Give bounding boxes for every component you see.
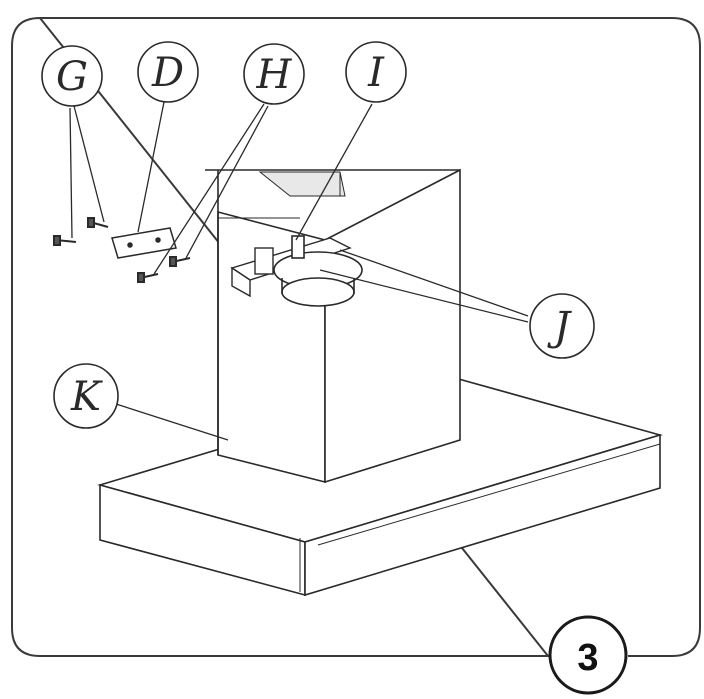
- step-number: 3: [577, 637, 598, 679]
- callout-h-label: H: [256, 52, 293, 98]
- callout-i: I: [345, 41, 407, 103]
- callout-k: K: [53, 363, 119, 429]
- callout-d: D: [137, 41, 199, 103]
- screw-h-1: [137, 272, 159, 283]
- callout-k-label: K: [70, 374, 103, 420]
- step-badge: 3: [548, 615, 628, 695]
- callout-g-label: G: [56, 54, 88, 100]
- figure-frame: [11, 16, 701, 657]
- leader-lines: [69, 101, 529, 441]
- exhaust-collar: [273, 235, 363, 307]
- callout-j: J: [529, 293, 595, 359]
- screw-g-1: [53, 235, 77, 246]
- callout-g: G: [41, 45, 103, 107]
- callout-d-label: D: [151, 50, 184, 96]
- callout-h: H: [243, 43, 305, 105]
- chimney: [205, 168, 461, 484]
- callout-i-label: I: [367, 50, 385, 96]
- screw-g-2: [87, 217, 109, 228]
- screw-h-2: [169, 256, 191, 267]
- wall-bracket-d: [111, 227, 177, 259]
